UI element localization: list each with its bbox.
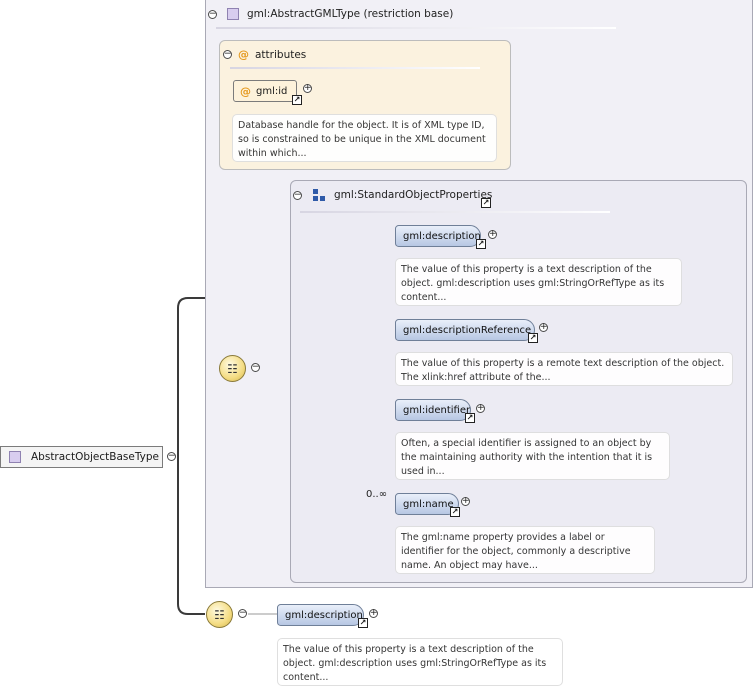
element-doc: The value of this property is a remote t… [395, 352, 733, 386]
attribute-group-icon: @ [238, 48, 249, 61]
element-name: gml:description [285, 609, 363, 621]
expand-icon[interactable]: + [461, 496, 470, 506]
root-branch-line [177, 297, 205, 456]
expand-icon[interactable]: + [369, 608, 378, 618]
reference-link-icon[interactable]: ↗ [476, 239, 486, 249]
element-name: gml:identifier [403, 404, 471, 416]
element-gml-identifier[interactable]: gml:identifier [395, 399, 471, 421]
expand-icon[interactable]: + [476, 403, 485, 413]
element-doc: The value of this property is a text des… [395, 258, 682, 306]
element-gml-description-reference[interactable]: gml:descriptionReference [395, 319, 535, 341]
element-name: gml:name [403, 498, 454, 510]
complex-type-icon [227, 8, 239, 20]
element-gml-name[interactable]: gml:name [395, 493, 459, 515]
standard-props-header: − gml:StandardObjectProperties [293, 189, 492, 201]
standard-props-divider [300, 211, 610, 213]
expand-icon[interactable]: + [303, 83, 312, 93]
base-type-header: − gml:AbstractGMLType (restriction base) [208, 8, 453, 20]
reference-link-icon[interactable]: ↗ [450, 507, 460, 517]
reference-link-icon[interactable]: ↗ [292, 95, 302, 105]
collapse-icon[interactable]: − [238, 608, 247, 618]
attribute-name: gml:id [256, 85, 288, 97]
collapse-icon[interactable]: − [167, 451, 176, 461]
root-lower-branch-line [177, 456, 205, 615]
element-doc: The gml:name property provides a label o… [395, 526, 655, 574]
element-doc: The value of this property is a text des… [277, 638, 563, 686]
collapse-icon[interactable]: − [208, 8, 217, 19]
element-name: gml:descriptionReference [403, 324, 532, 336]
collapse-icon[interactable]: − [223, 49, 232, 59]
sequence-compositor-icon[interactable]: ☷ [206, 601, 233, 628]
collapse-icon[interactable]: − [293, 189, 302, 200]
group-icon [313, 189, 325, 201]
collapse-icon[interactable]: − [251, 362, 260, 372]
standard-props-title: gml:StandardObjectProperties [334, 189, 493, 201]
attributes-title: attributes [255, 48, 307, 61]
attributes-divider [230, 67, 480, 69]
attributes-header: − @ attributes [223, 48, 306, 61]
expand-icon[interactable]: + [539, 322, 548, 332]
reference-link-icon[interactable]: ↗ [528, 333, 538, 343]
root-type-node[interactable]: AbstractObjectBaseType [0, 446, 163, 468]
reference-link-icon[interactable]: ↗ [358, 618, 368, 628]
attribute-gml-id[interactable]: @ gml:id [233, 80, 297, 102]
attribute-doc: Database handle for the object. It is of… [232, 114, 497, 162]
base-type-title: gml:AbstractGMLType (restriction base) [247, 8, 454, 20]
occurrence-label: 0..∞ [366, 489, 388, 500]
sequence-compositor-icon[interactable]: ☷ [219, 355, 246, 382]
header-divider [216, 27, 616, 29]
element-gml-description[interactable]: gml:description [395, 225, 481, 247]
complex-type-icon [9, 451, 21, 463]
element-name: gml:description [403, 230, 481, 242]
reference-link-icon[interactable]: ↗ [465, 413, 475, 423]
expand-icon[interactable]: + [488, 229, 497, 239]
root-type-label: AbstractObjectBaseType [31, 451, 159, 463]
reference-link-icon[interactable]: ↗ [481, 198, 491, 208]
element-gml-description-bottom[interactable]: gml:description [277, 604, 364, 626]
attribute-icon: @ [240, 84, 251, 98]
element-doc: Often, a special identifier is assigned … [395, 432, 670, 480]
